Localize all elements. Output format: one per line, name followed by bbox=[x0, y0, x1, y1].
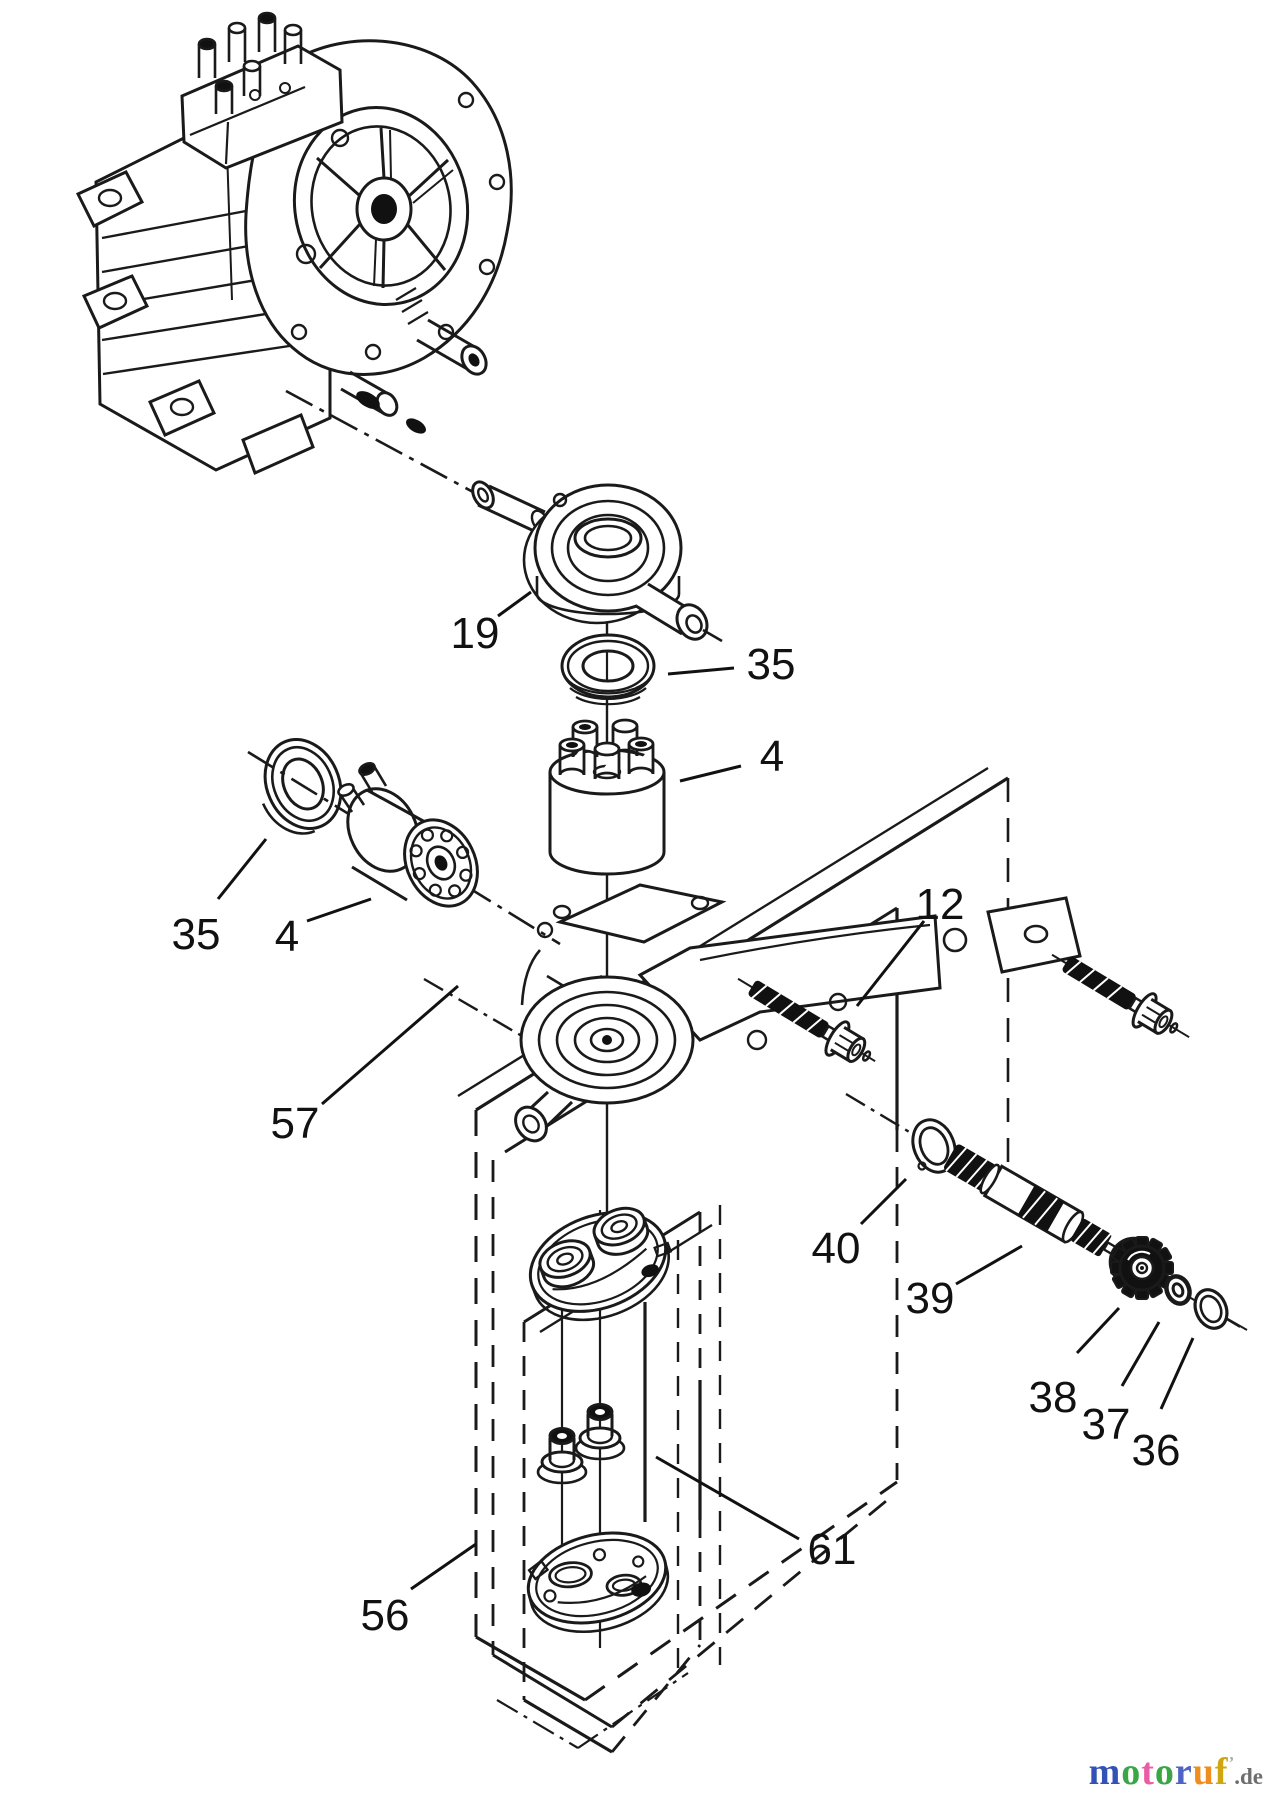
callout-label-35-bearing: 35 bbox=[172, 910, 221, 959]
callout-label-56: 56 bbox=[361, 1591, 410, 1640]
watermark-apostrophe: ’ bbox=[1228, 1753, 1235, 1772]
callout-label-4-block: 4 bbox=[760, 732, 784, 781]
watermark-letter: f bbox=[1214, 1751, 1229, 1793]
part-washer-36 bbox=[1193, 1288, 1229, 1330]
part-cylinder-block-4-left bbox=[337, 761, 479, 908]
watermark-letter: u bbox=[1192, 1751, 1215, 1793]
part-bolt-2 bbox=[1051, 953, 1190, 1039]
part-washer-40 bbox=[911, 1118, 957, 1174]
callout-label-35-seal: 35 bbox=[747, 640, 796, 689]
callout-label-36: 36 bbox=[1132, 1426, 1181, 1475]
watermark-letter: m bbox=[1088, 1751, 1122, 1793]
watermark-letter: o bbox=[1121, 1751, 1142, 1793]
part-cylinder-block-4-top bbox=[548, 718, 666, 876]
watermark-letter: o bbox=[1154, 1751, 1175, 1793]
center-lines bbox=[247, 389, 1248, 1749]
callout-label-38: 38 bbox=[1029, 1373, 1078, 1422]
part-charge-pump-19 bbox=[471, 480, 723, 643]
part-gasket-plate-lower bbox=[526, 1531, 670, 1634]
watermark-tld: .de bbox=[1234, 1764, 1263, 1789]
part-fitting-nut-2 bbox=[574, 1403, 626, 1461]
callout-label-39: 39 bbox=[906, 1274, 955, 1323]
callouts: 19 35 4 35 4 12 57 40 39 38 37 36 61 56 bbox=[172, 590, 1195, 1640]
part-shaft-39 bbox=[943, 1144, 1126, 1261]
callout-label-57: 57 bbox=[271, 1099, 320, 1148]
part-center-section bbox=[514, 883, 1082, 1143]
part-oring-37 bbox=[1164, 1274, 1192, 1306]
callout-label-12: 12 bbox=[916, 880, 965, 929]
callout-label-40: 40 bbox=[812, 1224, 861, 1273]
motoruf-watermark[interactable]: motoruf’.de bbox=[1089, 1750, 1263, 1794]
part-gear-38 bbox=[1108, 1236, 1174, 1300]
callout-label-37: 37 bbox=[1082, 1400, 1131, 1449]
watermark-letter: t bbox=[1141, 1751, 1155, 1793]
part-fitting-nut-1 bbox=[536, 1427, 588, 1485]
part-bearing-ring-left bbox=[261, 737, 343, 835]
callout-label-61: 61 bbox=[808, 1525, 857, 1574]
part-end-cap-gasket-upper bbox=[528, 1206, 673, 1322]
part-bolt-12 bbox=[737, 977, 876, 1064]
callout-label-19: 19 bbox=[451, 609, 500, 658]
callout-label-4-block-left: 4 bbox=[275, 912, 299, 961]
watermark-letter: r bbox=[1174, 1751, 1193, 1793]
part-seal-35 bbox=[560, 633, 656, 706]
transaxle-housing bbox=[75, 11, 513, 476]
